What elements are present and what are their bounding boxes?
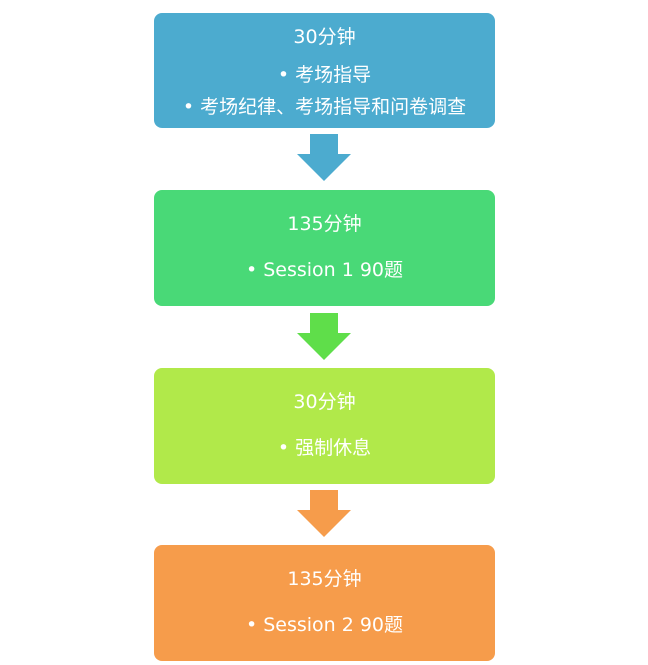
- down-arrow-icon: [297, 134, 351, 181]
- step-box-3: 30分钟 •强制休息: [154, 368, 495, 484]
- step-3-list: •强制休息: [154, 436, 495, 460]
- step-3-item-1-text: 强制休息: [295, 437, 372, 459]
- step-box-1: 30分钟 •考场指导 •考场纪律、考场指导和问卷调查: [154, 13, 495, 128]
- step-2-list: •Session 1 90题: [154, 258, 495, 282]
- step-2-duration: 135分钟: [287, 213, 362, 235]
- step-box-2: 135分钟 •Session 1 90题: [154, 190, 495, 306]
- step-3-duration: 30分钟: [293, 391, 356, 413]
- step-4-list: •Session 2 90题: [154, 613, 495, 637]
- step-4-duration: 135分钟: [287, 568, 362, 590]
- bullet-icon: •: [277, 64, 290, 86]
- step-1-item-1: •考场指导: [154, 63, 495, 87]
- down-arrow-icon: [297, 313, 351, 360]
- step-1-duration: 30分钟: [293, 26, 356, 48]
- step-1-item-2: •考场纪律、考场指导和问卷调查: [154, 95, 495, 119]
- down-arrow-icon: [297, 490, 351, 537]
- step-2-item-1-text: Session 1 90题: [263, 259, 404, 281]
- step-2-item-1: •Session 1 90题: [154, 258, 495, 282]
- bullet-icon: •: [182, 96, 195, 118]
- step-1-item-2-text: 考场纪律、考场指导和问卷调查: [200, 96, 467, 118]
- step-1-item-1-text: 考场指导: [295, 64, 372, 86]
- bullet-icon: •: [245, 259, 258, 281]
- step-box-4: 135分钟 •Session 2 90题: [154, 545, 495, 661]
- step-3-item-1: •强制休息: [154, 436, 495, 460]
- step-1-list: •考场指导 •考场纪律、考场指导和问卷调查: [154, 63, 495, 119]
- step-4-item-1: •Session 2 90题: [154, 613, 495, 637]
- bullet-icon: •: [277, 437, 290, 459]
- bullet-icon: •: [245, 614, 258, 636]
- step-4-item-1-text: Session 2 90题: [263, 614, 404, 636]
- down-arrow-shape: [297, 313, 351, 360]
- down-arrow-shape: [297, 134, 351, 181]
- down-arrow-shape: [297, 490, 351, 537]
